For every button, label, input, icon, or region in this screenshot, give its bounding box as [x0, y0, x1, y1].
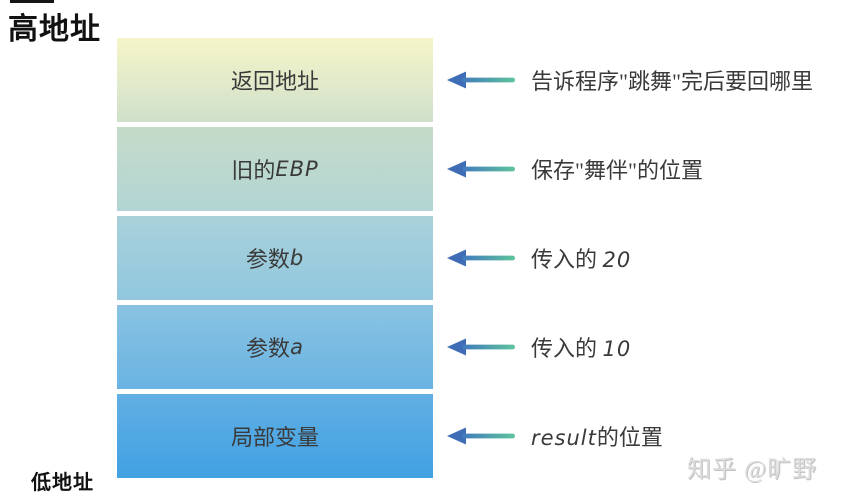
- annotation-param-b: 传入的 20: [531, 247, 632, 272]
- stack-box-old-ebp: 旧的 EBP: [117, 127, 433, 211]
- stack-box-label: 返回地址: [230, 69, 319, 94]
- left-arrow-icon: [447, 246, 517, 270]
- annotation-return-address: 告诉程序"跳舞"完后要回哪里: [531, 69, 813, 94]
- left-arrow-icon: [447, 68, 517, 92]
- left-arrow-icon: [447, 335, 517, 359]
- left-arrow-icon: [447, 424, 517, 448]
- annotation-param-a: 传入的 10: [531, 336, 632, 361]
- stack-box-param-b: 参数 b: [117, 216, 433, 300]
- cropped-text-artifact: [10, 0, 54, 3]
- stack-row: 参数 b 传入的 20: [117, 216, 631, 300]
- stack-row: 局部变量 result的位置: [117, 394, 663, 478]
- stack-box-label-latin: EBP: [275, 157, 319, 181]
- stack-box-return-address: 返回地址: [117, 38, 433, 122]
- stack-box-label: 参数: [245, 247, 290, 272]
- stack-box-param-a: 参数 a: [117, 305, 433, 389]
- watermark: 知乎 @旷野: [687, 457, 818, 483]
- annotation-old-ebp: 保存"舞伴"的位置: [531, 158, 703, 183]
- stack-box-label-latin: b: [289, 246, 305, 270]
- left-arrow-icon: [447, 157, 517, 181]
- stack-row: 参数 a 传入的 10: [117, 305, 631, 389]
- stack-row: 返回地址 告诉程序"跳舞"完后要回哪里: [117, 38, 813, 122]
- stack-box-label: 参数: [246, 336, 291, 361]
- stack-box-label-latin: a: [290, 335, 304, 359]
- stack-box-local-vars: 局部变量: [117, 394, 433, 478]
- low-address-label: 低地址: [31, 472, 94, 494]
- stack-row: 旧的 EBP 保存"舞伴"的位置: [117, 127, 703, 211]
- annotation-local-vars: result的位置: [531, 425, 663, 450]
- stack-box-label: 局部变量: [230, 425, 319, 450]
- high-address-label: 高地址: [8, 13, 101, 46]
- stack-box-label: 旧的: [231, 158, 276, 183]
